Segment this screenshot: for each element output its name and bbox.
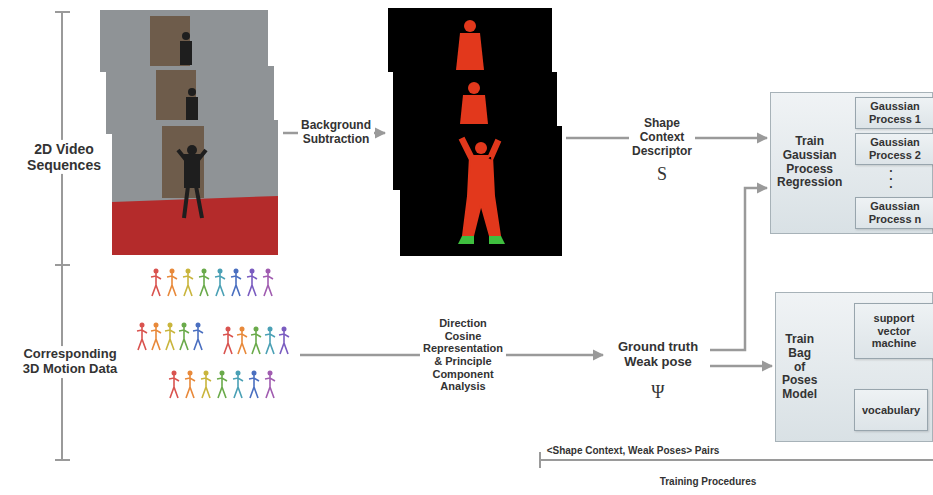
symbol-label: S bbox=[657, 164, 667, 185]
process-box: Gaussian Process 1 bbox=[855, 97, 933, 129]
group-box: Train Bag of Poses Model support vector m… bbox=[775, 292, 933, 442]
process-box: Gaussian Process 2 bbox=[855, 133, 933, 165]
silhouette bbox=[460, 95, 488, 124]
motion-sequence bbox=[169, 371, 275, 399]
motion-sequence bbox=[223, 327, 289, 355]
bracket bbox=[55, 12, 70, 460]
silhouette bbox=[456, 33, 484, 70]
person bbox=[187, 145, 197, 155]
bracket-label: Training Procedures bbox=[660, 476, 757, 488]
group-box: Train Gaussian Process RegressionGaussia… bbox=[770, 92, 933, 234]
motion-data bbox=[137, 269, 289, 399]
box-heading: Train Bag of Poses Model bbox=[782, 333, 817, 402]
motion-sequence bbox=[151, 269, 273, 297]
silhouette-feet bbox=[458, 236, 505, 244]
step-label: Background Subtraction bbox=[298, 118, 374, 148]
box-text: support vector machine bbox=[855, 312, 933, 350]
silhouette-frame bbox=[400, 126, 562, 256]
box-text: Gaussian Process 2 bbox=[856, 136, 933, 161]
group-label: Corresponding 3D Motion Data bbox=[11, 346, 129, 378]
video-frame bbox=[100, 10, 268, 72]
box-text: Gaussian Process n bbox=[856, 200, 933, 225]
flow-arrows bbox=[283, 133, 772, 366]
person bbox=[186, 97, 198, 123]
step-label: Direction Cosine Representation & Princi… bbox=[420, 316, 506, 394]
flow-arrow bbox=[710, 188, 767, 350]
silhouette bbox=[464, 20, 476, 32]
process-box: support vector machine bbox=[854, 303, 933, 359]
symbol-label: Ψ bbox=[651, 382, 664, 403]
box-heading: Train Gaussian Process Regression bbox=[777, 135, 842, 190]
silhouette bbox=[468, 82, 480, 94]
person bbox=[188, 88, 196, 96]
video-frame bbox=[112, 120, 278, 255]
silhouettes bbox=[388, 8, 562, 256]
step-label: Shape Context Descriptor bbox=[629, 116, 695, 159]
silhouette-frame bbox=[388, 8, 552, 72]
group-label: 2D Video Sequences bbox=[24, 140, 104, 174]
process-box: Gaussian Process n bbox=[855, 197, 933, 229]
box-text: Gaussian Process 1 bbox=[856, 100, 933, 125]
video-frames bbox=[100, 10, 278, 255]
ellipsis-dot: . bbox=[889, 178, 892, 192]
motion-sequence bbox=[137, 323, 203, 351]
person bbox=[178, 150, 206, 218]
silhouette bbox=[460, 138, 500, 236]
floor bbox=[112, 196, 278, 255]
bracket-label: <Shape Context, Weak Poses> Pairs bbox=[544, 444, 723, 458]
silhouette bbox=[475, 142, 487, 154]
person bbox=[180, 41, 192, 65]
flow-arrow bbox=[710, 365, 772, 368]
data-label: Ground truth Weak pose bbox=[612, 340, 704, 370]
person bbox=[182, 32, 190, 40]
box-text: vocabulary bbox=[859, 404, 923, 417]
process-box: vocabulary bbox=[854, 389, 928, 431]
